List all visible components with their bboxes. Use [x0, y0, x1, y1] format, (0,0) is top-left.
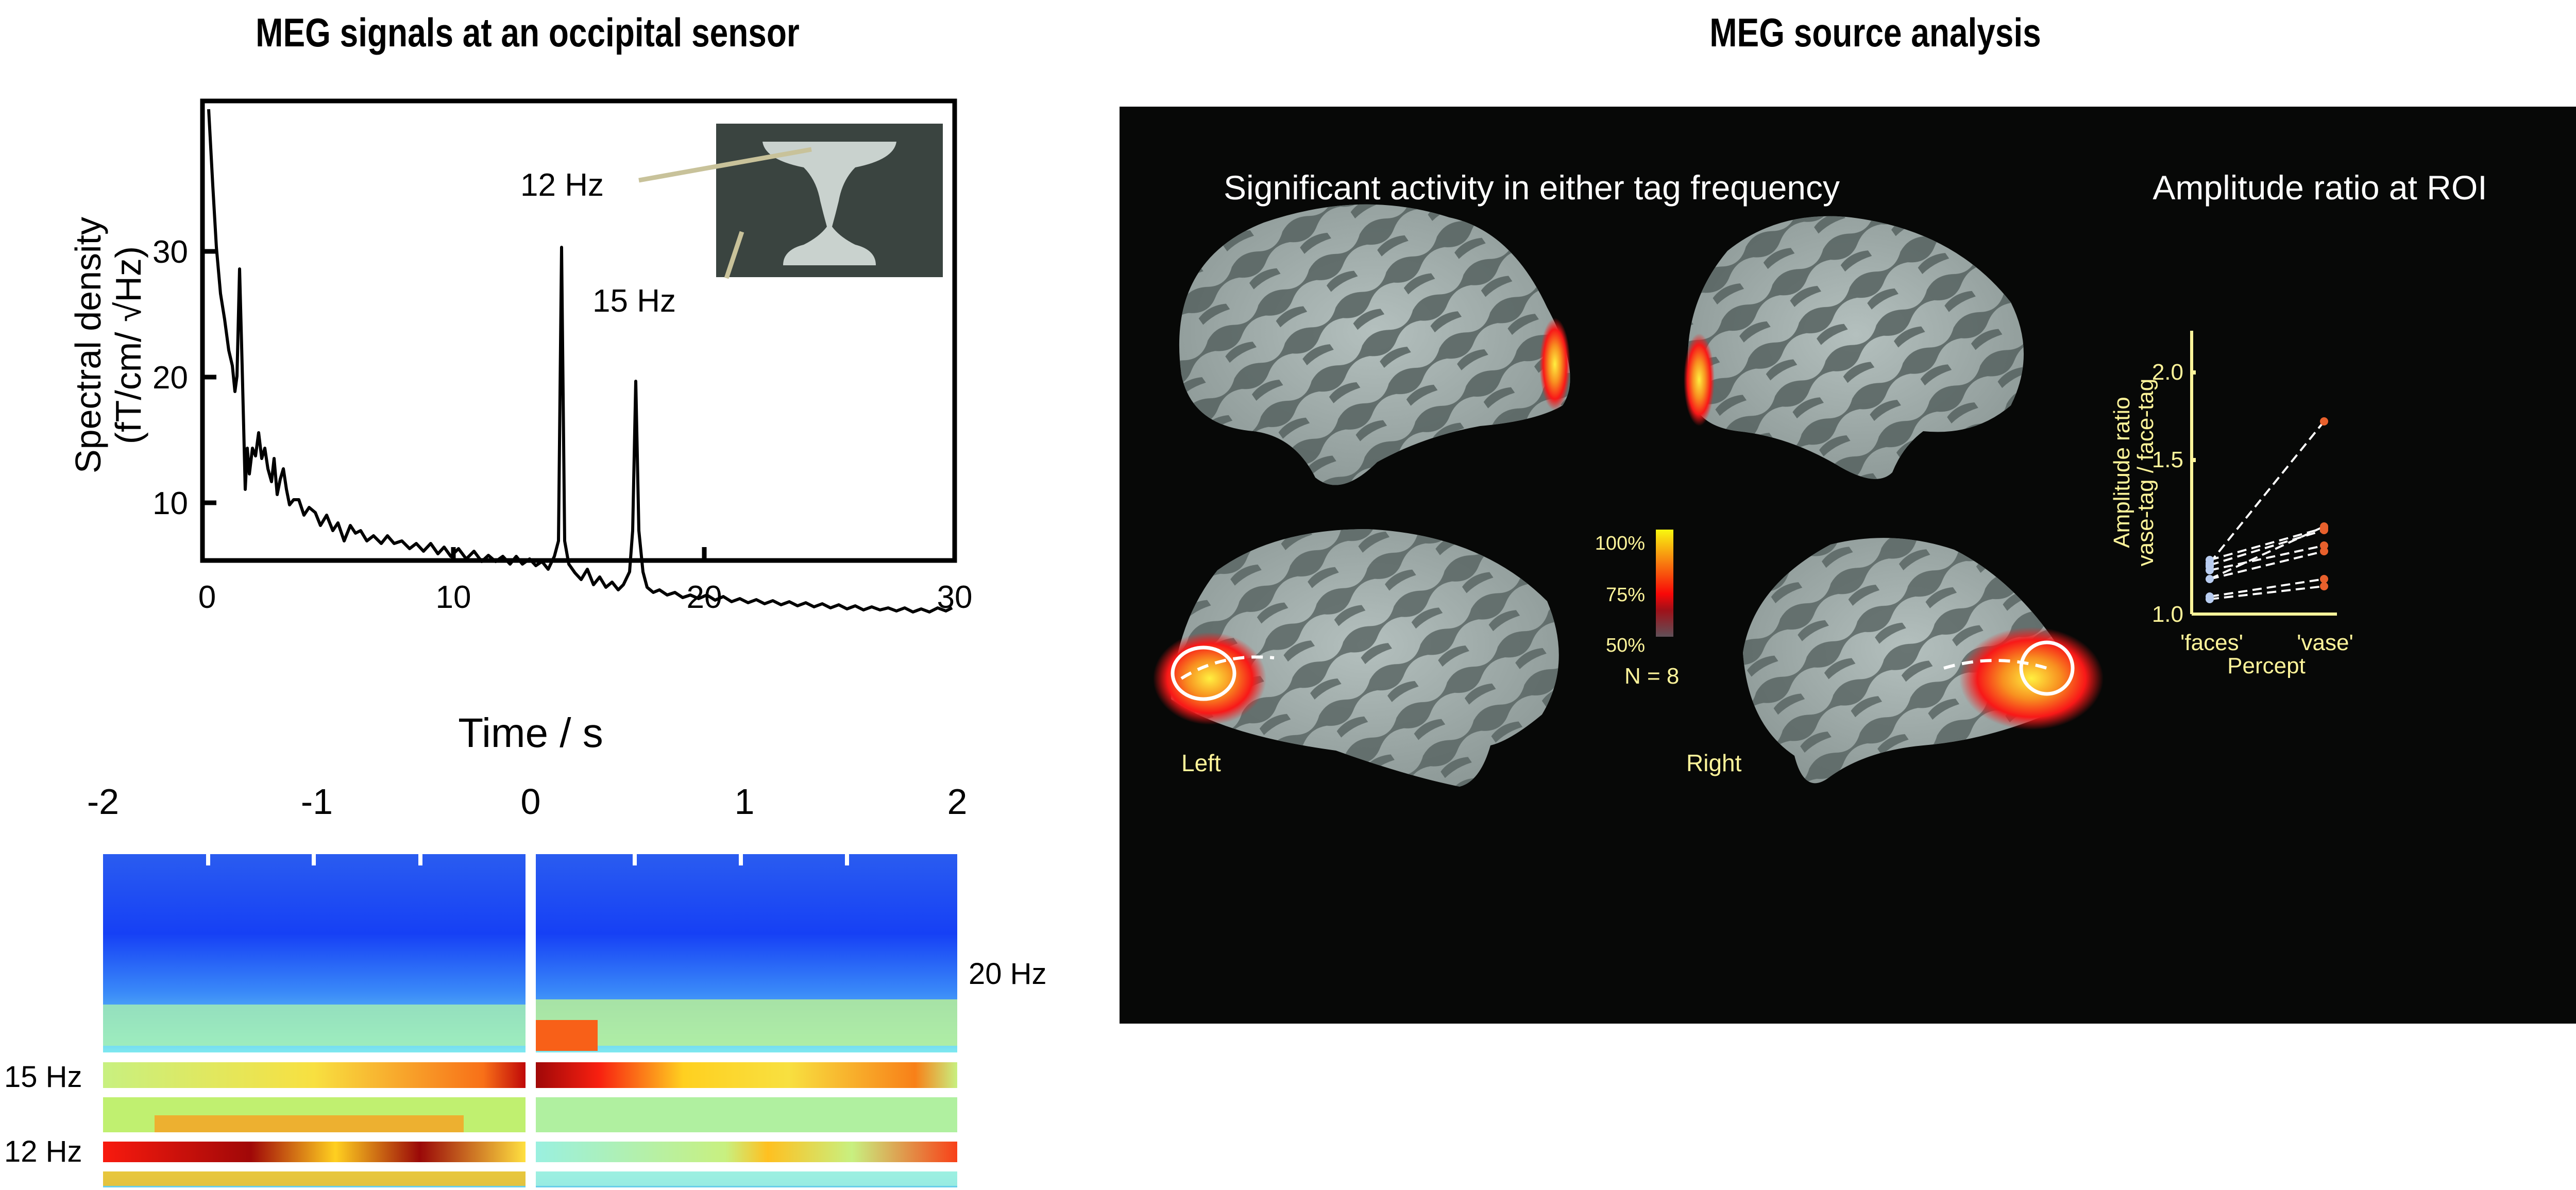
- spectrum-chart: 30 20 10 0 10 20 30 Spectral density (fT…: [0, 77, 1030, 644]
- timefreq-svg: Time / s -2 -1 0 1 2: [4, 710, 1047, 1190]
- source-analysis-panel: Significant activity in either tag frequ…: [1120, 107, 2576, 1024]
- svg-text:2: 2: [947, 781, 968, 822]
- x-tick-labels: 0 10 20 30: [198, 580, 973, 615]
- timefreq-xticks: -2 -1 0 1 2: [87, 781, 968, 822]
- brain-right-medial: Right: [1686, 538, 2104, 784]
- spectrum-frame: [200, 98, 957, 563]
- svg-text:-2: -2: [87, 781, 119, 822]
- left-panel-title: MEG signals at an occipital sensor: [256, 10, 800, 55]
- y-tick-labels: 30 20 10: [152, 234, 188, 521]
- svg-text:(fT/cm/ √Hz): (fT/cm/ √Hz): [108, 246, 148, 444]
- svg-text:1.5: 1.5: [2152, 447, 2183, 472]
- annotation-15hz: 15 Hz: [592, 283, 676, 319]
- spectrum-svg: 30 20 10 0 10 20 30 Spectral density (fT…: [68, 98, 973, 615]
- svg-text:'faces': 'faces': [2180, 630, 2243, 655]
- svg-text:Percept: Percept: [2227, 653, 2306, 678]
- heatmap-right-labels: 20 Hz 10 Hz: [969, 957, 1047, 991]
- vase-points: [2320, 417, 2328, 590]
- timefreq-xlabel: Time / s: [458, 710, 603, 756]
- svg-text:'vase': 'vase': [2297, 630, 2353, 655]
- svg-text:vase-tag / face-tag: vase-tag / face-tag: [2133, 379, 2158, 566]
- svg-text:10: 10: [152, 486, 188, 521]
- svg-text:0: 0: [198, 580, 216, 615]
- svg-text:Amplitude ratio: Amplitude ratio: [2109, 397, 2134, 548]
- y-ticks: [202, 249, 216, 505]
- svg-text:15 Hz: 15 Hz: [4, 1060, 82, 1094]
- colorbar: 100% 75% 50% N = 8: [1595, 530, 1679, 689]
- brain-left-medial: Left: [1153, 529, 1559, 787]
- roi-title: Amplitude ratio at ROI: [2153, 168, 2487, 207]
- connector-15hz: [724, 231, 744, 279]
- svg-text:75%: 75%: [1606, 584, 1645, 606]
- svg-text:20: 20: [152, 360, 188, 396]
- svg-text:30: 30: [937, 580, 973, 615]
- source-svg: Significant activity in either tag frequ…: [1153, 168, 2487, 787]
- svg-text:20: 20: [687, 580, 722, 615]
- spectrum-ylabel: Spectral density (fT/cm/ √Hz): [68, 217, 148, 473]
- svg-text:100%: 100%: [1595, 533, 1645, 554]
- n-label: N = 8: [1624, 664, 1679, 689]
- connector-12hz: [638, 147, 812, 183]
- brain-left-lateral: [1179, 204, 1570, 485]
- svg-text:1: 1: [735, 781, 755, 822]
- svg-text:10: 10: [436, 580, 471, 615]
- svg-text:20 Hz: 20 Hz: [969, 957, 1047, 991]
- left-hemisphere-label: Left: [1181, 750, 1221, 776]
- svg-text:-1: -1: [301, 781, 333, 822]
- svg-text:30: 30: [152, 234, 188, 270]
- heatmap-top-ticks: [206, 854, 849, 865]
- right-panel-title: MEG source analysis: [1709, 10, 2041, 55]
- brain-right-lateral: [1684, 216, 2024, 479]
- vase-faces-inset: [716, 124, 943, 277]
- spectrum-trace: [207, 109, 953, 614]
- svg-text:0: 0: [521, 781, 541, 822]
- annotation-12hz: 12 Hz: [520, 167, 604, 203]
- svg-text:1.0: 1.0: [2152, 602, 2183, 627]
- timefreq-chart: Time / s -2 -1 0 1 2: [0, 644, 1082, 1190]
- heatmap-left-labels: 15 Hz 12 Hz: [4, 1060, 82, 1168]
- brain-title: Significant activity in either tag frequ…: [1224, 168, 1840, 207]
- svg-text:2.0: 2.0: [2152, 360, 2183, 385]
- heatmap-guides: [103, 854, 957, 1190]
- svg-text:50%: 50%: [1606, 635, 1645, 656]
- svg-text:12 Hz: 12 Hz: [4, 1135, 82, 1168]
- svg-text:Spectral density: Spectral density: [68, 217, 108, 473]
- faces-points: [2206, 556, 2214, 603]
- right-hemisphere-label: Right: [1686, 750, 1742, 776]
- roi-chart: 1.0 1.5 2.0 'faces' 'vase' Percept Ampli…: [2109, 331, 2353, 678]
